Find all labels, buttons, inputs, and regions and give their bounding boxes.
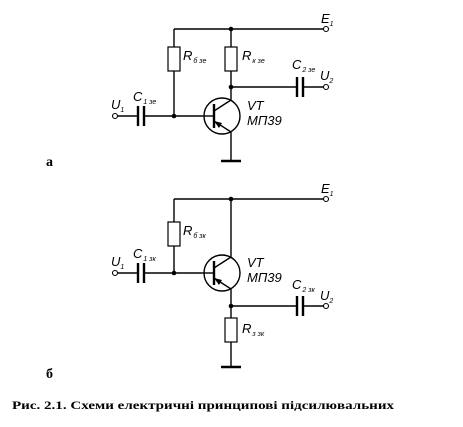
a-collector-resistor-label: Rк зе: [242, 48, 265, 65]
b-transistor: [202, 254, 241, 292]
a-transistor-ref: VT: [247, 98, 265, 113]
a-figure-mark: а: [46, 155, 53, 170]
b-output-capacitor-label: C2 зк: [292, 277, 315, 294]
b-transistor-ref: VT: [247, 255, 265, 270]
a-input-label: U1: [111, 97, 124, 114]
b-base-resistor-label: Rб зк: [183, 223, 207, 240]
a-transistor-model: МП39: [247, 113, 282, 128]
b-base-resistor: [167, 221, 181, 247]
a-base-node: [171, 113, 177, 119]
b-input-terminal: [111, 269, 119, 277]
b-supply-label: E1: [321, 181, 334, 198]
a-output-capacitor-label: C2 зе: [292, 57, 315, 74]
a-input-capacitor-label: C1 зе: [133, 89, 156, 106]
b-figure-mark: б: [46, 367, 53, 382]
a-supply-terminal: [322, 25, 330, 33]
a-collector-resistor: [224, 46, 238, 72]
b-input-capacitor-label: C1 зк: [133, 246, 156, 263]
a-output-terminal: [322, 83, 330, 91]
b-output-terminal: [322, 302, 330, 310]
b-emitter-arrow: [214, 278, 222, 285]
a-supply-label: E1: [321, 11, 334, 28]
a-transistor: [202, 97, 241, 135]
b-output-label: U2: [320, 288, 333, 305]
b-transistor-model: МП39: [247, 270, 282, 285]
b-emitter-resistor-label: Rз зк: [242, 321, 265, 338]
a-output-label: U2: [320, 68, 333, 85]
circuit-b: E1 Rб зк U1 C1 зк VT МП39 C2 зк U2 Rз зк…: [46, 181, 334, 382]
b-base-node: [171, 270, 177, 276]
a-base-resistor-label: Rб зе: [183, 48, 206, 65]
a-base-resistor: [167, 46, 181, 72]
a-emitter-arrow: [214, 121, 222, 128]
circuit-a: E1 Rб зе Rк зе C2 зе U2 U1 C1 зе VT МП39…: [46, 11, 334, 170]
b-emitter-resistor: [224, 317, 238, 343]
figure-caption: Рис. 2.1. Схеми електричні принципові пі…: [12, 398, 394, 412]
b-input-label: U1: [111, 254, 124, 271]
a-input-terminal: [111, 112, 119, 120]
b-supply-terminal: [322, 195, 330, 203]
